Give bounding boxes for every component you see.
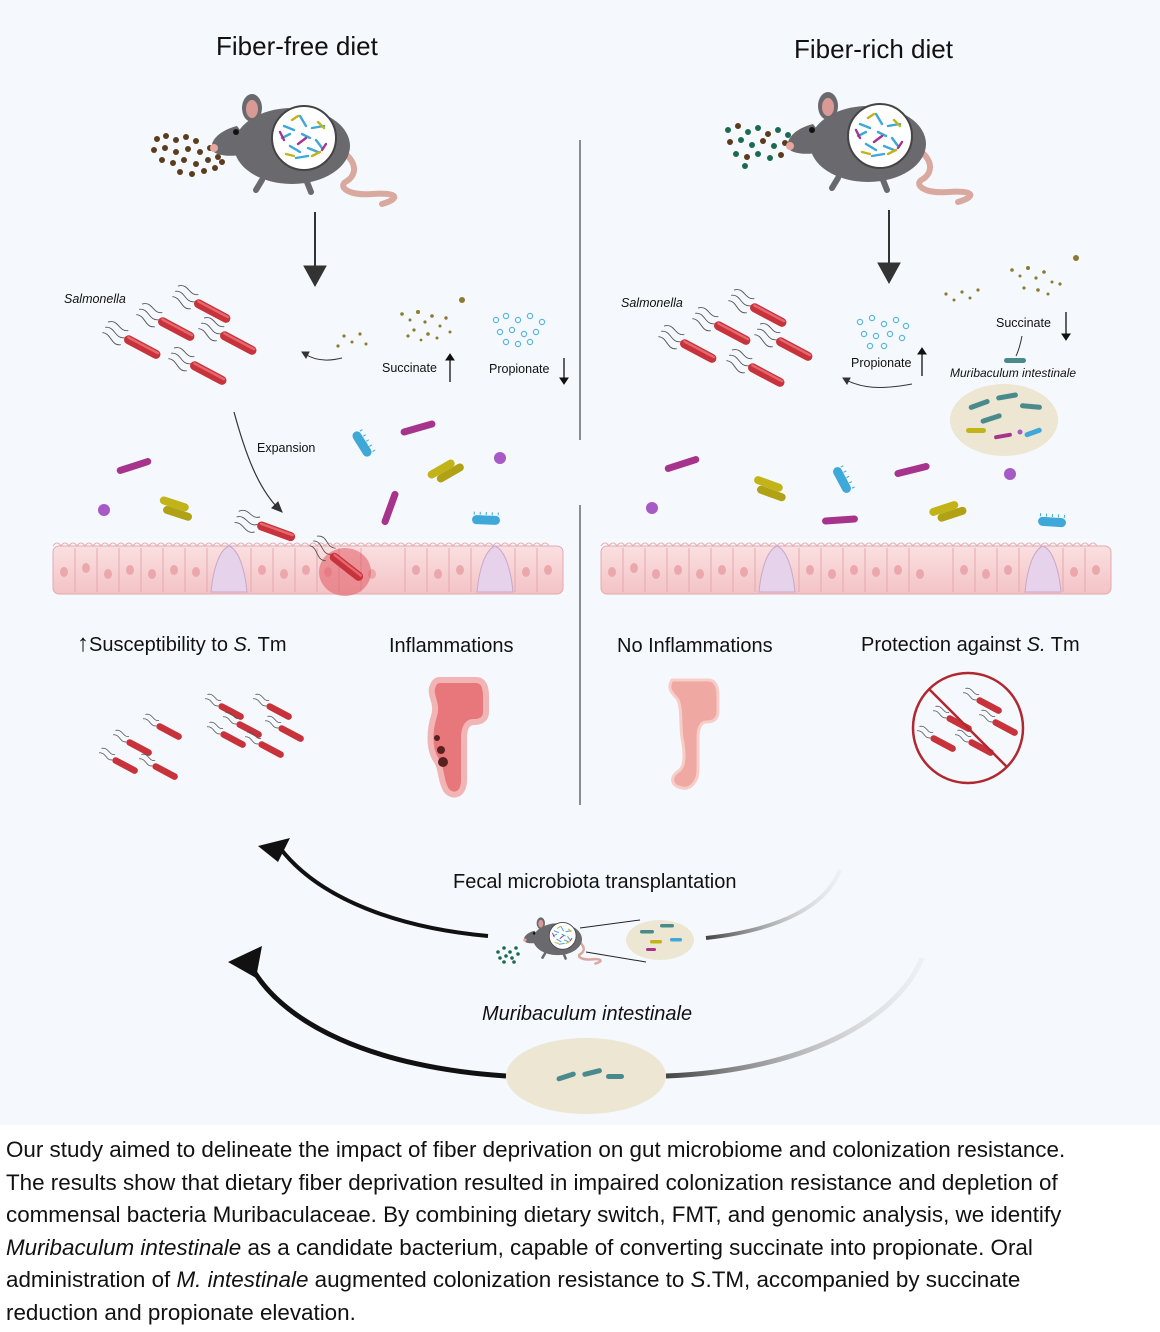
commensal-bacteria-left (98, 419, 506, 548)
fmt-arrow-icon (258, 838, 842, 940)
label-muribaculum-bottom: Muribaculum intestinale (482, 1003, 693, 1025)
caption-species-italic: Muribaculum intestinale (6, 1234, 242, 1260)
caption-line-5-italic-1: M. intestinale (176, 1267, 309, 1293)
expansion-arrow-icon (233, 411, 283, 513)
caption-line-5-b: augmented colonization resistance to (308, 1267, 691, 1293)
propionate-icon-right (856, 314, 910, 350)
label-salmonella-right: Salmonella (621, 296, 683, 310)
succinate-icon-right (944, 255, 1079, 302)
fmt-mouse-icon (496, 916, 694, 965)
label-muribaculum-right: Muribaculum intestinale (950, 366, 1077, 380)
protection-text: Protection against (861, 634, 1027, 656)
caption-line-5: administration of M. intestinale augment… (6, 1264, 1156, 1297)
muribaculum-colony-icon (950, 384, 1058, 456)
susceptibility-text: Susceptibility to (89, 634, 234, 656)
fiber-rich-pellets-icon (725, 123, 798, 169)
caption-line-1: Our study aimed to delineate the impact … (6, 1137, 1066, 1162)
label-succinate-right: Succinate (996, 316, 1051, 330)
arrow-icon-right-down (877, 210, 901, 285)
down-arrow-icon-succinate-right (1061, 312, 1071, 341)
diagram: Fiber-free diet Fiber-rich diet Salmonel… (52, 0, 1112, 1114)
label-propionate-right: Propionate (851, 356, 912, 370)
propionate-icon-left (492, 312, 546, 348)
no-salmonella-icon (911, 671, 1025, 785)
salmonella-icon-susceptibility (97, 692, 307, 782)
muribaculum-oval-icon (506, 1038, 666, 1114)
arrow-icon-left-down (303, 212, 327, 288)
epithelium-icon-left (52, 542, 564, 595)
label-no-inflammations: No Inflammations (617, 635, 773, 657)
diagram-graphics (52, 0, 1112, 1114)
label-propionate-left: Propionate (489, 362, 550, 376)
fiber-free-pellets-icon (151, 133, 225, 177)
commensal-bacteria-right (646, 455, 1068, 528)
muribaculum-link-icon (1004, 335, 1026, 363)
label-salmonella-left: Salmonella (64, 292, 126, 306)
colon-icon-inflamed (427, 677, 489, 798)
caption-line-2: The results show that dietary fiber depr… (6, 1169, 1058, 1195)
caption-line-4-rest: as a candidate bacterium, capable of con… (241, 1234, 1033, 1260)
title-fiber-free: Fiber-free diet (216, 31, 378, 61)
protection-suffix: Tm (1045, 634, 1080, 656)
arrow-icon-propionate-to-salmonella (842, 377, 913, 388)
colon-icon-healthy (668, 678, 720, 790)
label-protection: Protection against S. Tm (861, 634, 1080, 657)
up-arrow-icon: ↑ (77, 630, 89, 657)
up-arrow-icon-propionate-right (917, 347, 927, 376)
down-arrow-icon-propionate-left (559, 358, 569, 385)
label-expansion: Expansion (257, 441, 316, 455)
caption-line-3: commensal bacteria Muribaculaceae. By co… (6, 1202, 1062, 1228)
protection-italic: S. (1026, 634, 1046, 656)
caption: Our study aimed to delineate the impact … (6, 1134, 1156, 1330)
susceptibility-suffix: Tm (252, 634, 287, 656)
mouse-icon-left (210, 94, 394, 204)
mouse-icon-right (786, 92, 970, 202)
up-arrow-icon-succinate-left (445, 353, 455, 382)
arrow-icon-succinate-to-salmonella (301, 351, 343, 361)
label-susceptibility: ↑Susceptibility to S. Tm (77, 632, 287, 657)
title-fiber-rich: Fiber-rich diet (794, 34, 953, 64)
caption-line-5-a: administration of (6, 1267, 177, 1293)
caption-line-5-italic-2: S (690, 1267, 706, 1293)
muribaculum-arrow-icon (228, 946, 925, 1079)
label-fmt: Fecal microbiota transplantation (453, 871, 737, 893)
susceptibility-italic: S. (233, 634, 253, 656)
label-succinate-left: Succinate (382, 361, 437, 375)
succinate-icon-left (336, 297, 465, 348)
epithelium-icon-right (600, 542, 1112, 595)
inflamed-site-icon (306, 533, 371, 596)
caption-line-6: reduction and propionate elevation. (6, 1299, 356, 1325)
caption-line-4: Muribaculum intestinale as a candidate b… (6, 1232, 1156, 1265)
caption-line-5-c: .TM, accompanied by succinate (705, 1267, 1021, 1293)
label-inflammations: Inflammations (389, 635, 514, 657)
